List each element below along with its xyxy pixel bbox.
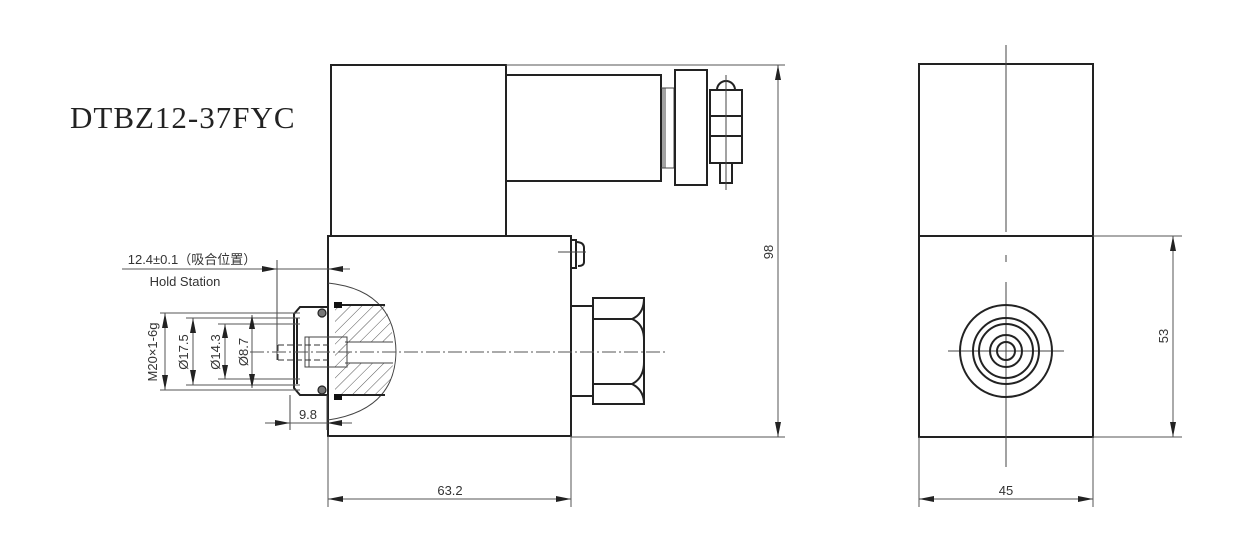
svg-text:53: 53 (1156, 329, 1171, 343)
port-circles (959, 304, 1053, 398)
dim-diameters: M20×1-6g Ø17.5 Ø14.3 Ø8.7 (145, 312, 300, 391)
dim-stroke-depth: 9.8 (265, 395, 352, 430)
svg-text:63.2: 63.2 (437, 483, 462, 498)
svg-text:12.4±0.1（吸合位置）: 12.4±0.1（吸合位置） (128, 252, 257, 267)
dim-width: 45 (918, 437, 1094, 507)
dim-body-height: 53 (1093, 235, 1182, 438)
svg-text:98: 98 (761, 245, 776, 259)
svg-text:45: 45 (999, 483, 1013, 498)
connector-body (505, 74, 662, 182)
svg-text:Hold Station: Hold Station (150, 274, 221, 289)
dim-overall-height: 98 (506, 64, 785, 438)
valve-body (327, 235, 572, 437)
side-view: 53 45 (918, 45, 1182, 507)
svg-text:9.8: 9.8 (299, 407, 317, 422)
svg-text:Ø17.5: Ø17.5 (176, 334, 191, 369)
dim-body-length: 63.2 (327, 436, 572, 507)
model-title: DTBZ12-37FYC (70, 100, 296, 135)
hex-nut (571, 297, 645, 405)
svg-text:Ø14.3: Ø14.3 (208, 334, 223, 369)
svg-text:M20×1-6g: M20×1-6g (145, 323, 160, 382)
coil-housing (330, 64, 507, 237)
section-detail (277, 282, 397, 421)
connector-flange (674, 69, 708, 186)
front-view: 98 63.2 12.4±0.1（吸合位置） Hold Station (122, 64, 785, 507)
svg-text:Ø8.7: Ø8.7 (236, 338, 251, 366)
dim-hold-position: 12.4±0.1（吸合位置） Hold Station (122, 252, 350, 360)
plug-connector (709, 75, 743, 190)
